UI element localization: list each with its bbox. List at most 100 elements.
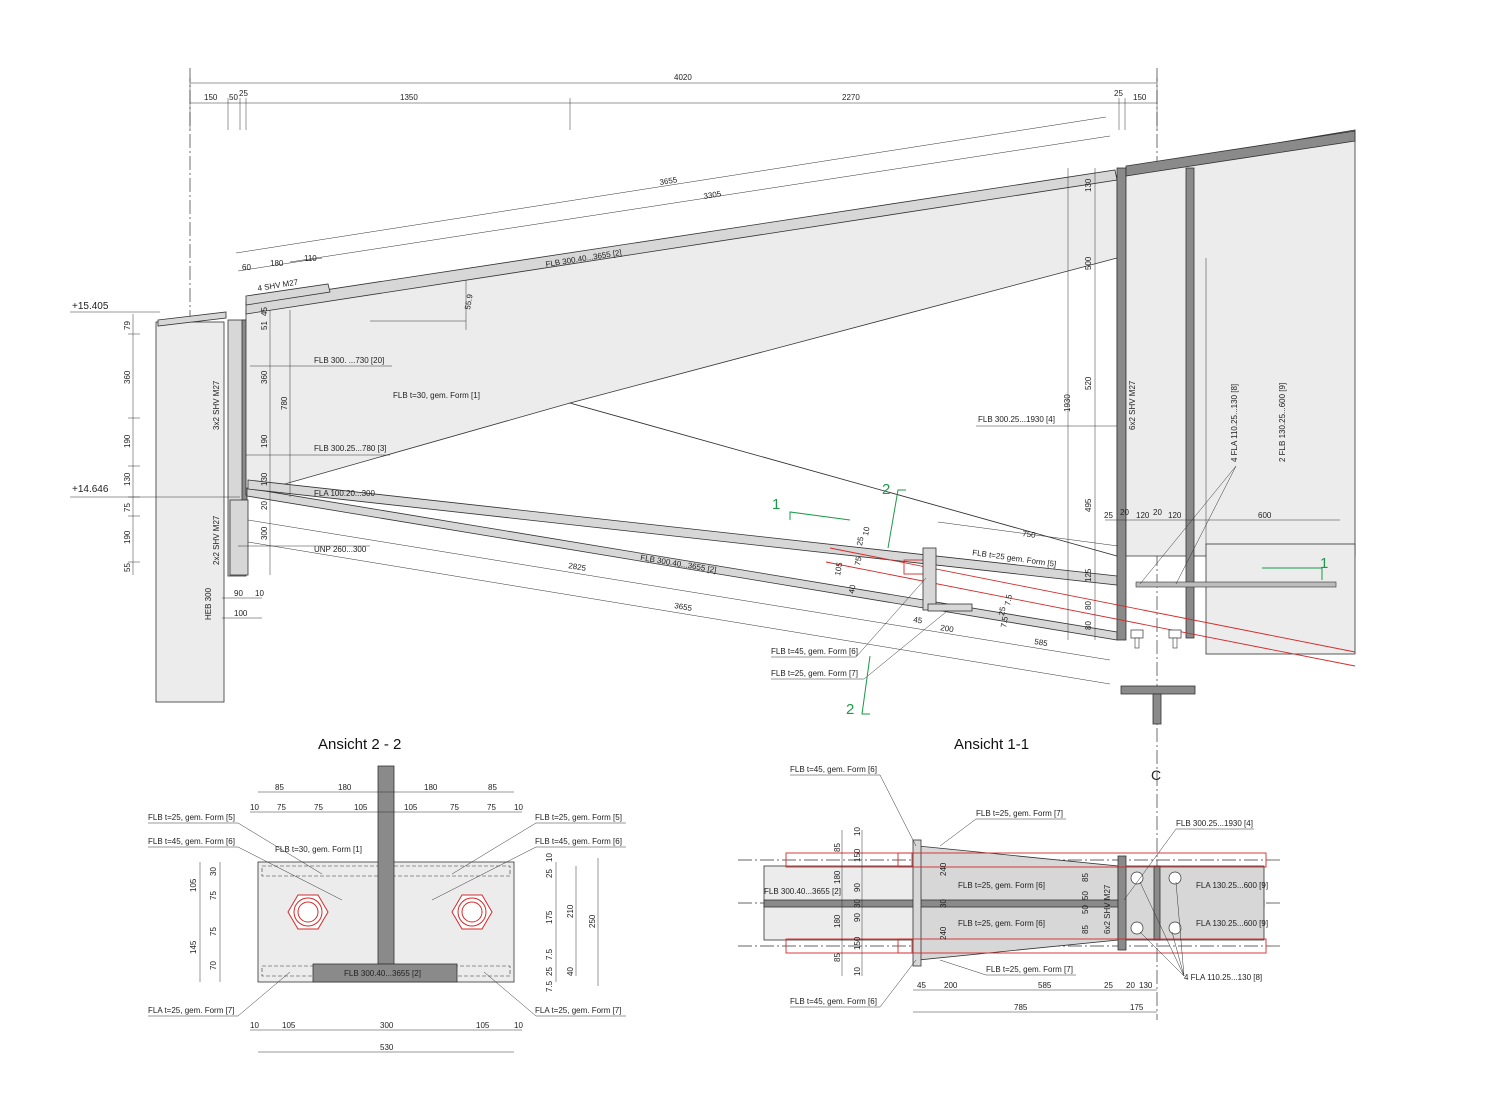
- dim-110: 110: [304, 254, 317, 263]
- leader-v22-r2: [431, 846, 626, 901]
- dim-line-bolt-spacing: [237, 257, 323, 272]
- dim-v11-85c: 85: [1081, 873, 1090, 882]
- flange-plate-view22: [312, 963, 458, 983]
- label-v22-bl: FLA t=25, gem. Form [7]: [148, 1006, 234, 1015]
- dim-v22-75b-left: 75: [209, 927, 218, 936]
- label-v11-t2: FLB t=25, gem. Form [7]: [976, 809, 1063, 818]
- section-label-1-left: 1: [772, 496, 780, 513]
- dim-v22-85a: 85: [275, 783, 284, 792]
- dim-v11-50b: 50: [1081, 905, 1090, 914]
- label-v11-t3: FLB 300.25...1930 [4]: [1176, 819, 1253, 828]
- red-bolt-top-v11: [897, 852, 913, 868]
- dim-v22-85b: 85: [488, 783, 497, 792]
- dim-v22-10a: 10: [250, 803, 259, 812]
- dim-120-rh-b: 120: [1168, 511, 1182, 520]
- dim-80-b: 80: [1084, 621, 1093, 630]
- label-2x2-shv: 2x2 SHV M27: [212, 515, 221, 565]
- bolt-left-view22: [287, 894, 329, 930]
- red-bolt-bottom-v11: [897, 938, 913, 954]
- axis-label-c: C: [1151, 767, 1161, 783]
- column-cap-plate: [157, 311, 227, 327]
- leader-v22-r1: [451, 822, 626, 875]
- dim-v22-75b: 75: [314, 803, 323, 812]
- dim-190-inner: 190: [260, 434, 269, 448]
- dim-130: 130: [123, 472, 132, 486]
- dim-v11-240b: 240: [939, 926, 948, 940]
- section-mark-2-bottom: [861, 655, 871, 715]
- section-mark-2-top: [887, 489, 906, 549]
- dim-ticks-left-column: [128, 333, 140, 563]
- dim-v11-90b: 90: [853, 913, 862, 922]
- dim-v11-585: 585: [1038, 981, 1052, 990]
- dim-v22-105a: 105: [354, 803, 368, 812]
- dim-line-3655-top: [235, 116, 1107, 254]
- leader-v22-l2: [148, 846, 343, 901]
- dim-60: 60: [242, 263, 251, 272]
- dim-v11-10a: 10: [853, 827, 862, 836]
- dim-v22-b530: 530: [380, 1043, 394, 1052]
- label-flb-780: FLB 300.25...780 [3]: [314, 444, 387, 453]
- web-plate-view22: [377, 765, 395, 965]
- dim-v11-175: 175: [1130, 1003, 1144, 1012]
- dim-300-inner: 300: [260, 526, 269, 540]
- label-fla-300: FLA 100.20...300: [314, 489, 375, 498]
- dim-v11-50a: 50: [1081, 891, 1090, 900]
- girder-top-flange: [1125, 130, 1356, 177]
- dim-50: 50: [229, 93, 238, 102]
- girder-lower: [1205, 543, 1356, 655]
- dim-v11-785: 785: [1014, 1003, 1028, 1012]
- dim-v22-180b: 180: [424, 783, 438, 792]
- view-1-1: Ansicht 1-1 C FLB t=45, gem. Form [6] FL…: [738, 736, 1282, 1013]
- lower-beam-web: [1152, 693, 1162, 725]
- label-v11-r2: FLA 130.25...600 [9]: [1196, 919, 1268, 928]
- label-v11-t1: FLB t=45, gem. Form [6]: [790, 765, 877, 774]
- dim-v22-75d: 75: [487, 803, 496, 812]
- section-label-2-bottom: 2: [846, 701, 854, 718]
- dim-120-rh: 120: [1136, 511, 1150, 520]
- dim-79: 79: [123, 321, 132, 330]
- dim-25-rh: 25: [1104, 511, 1113, 520]
- dim-360: 360: [123, 370, 132, 384]
- dim-125: 125: [1084, 568, 1093, 582]
- unp-260: [229, 499, 249, 576]
- dim-v11-90a: 90: [853, 883, 862, 892]
- label-flb-730: FLB 300. ...730 [20]: [314, 356, 384, 365]
- dim-v22-75a: 75: [277, 803, 286, 812]
- red-member-bottom-v11: [785, 938, 1267, 954]
- end-plate-v11: [1117, 855, 1127, 951]
- label-v22-l2: FLB t=45, gem. Form [6]: [148, 837, 235, 846]
- label-v11-r1: FLA 130.25...600 [9]: [1196, 881, 1268, 890]
- dim-2825: 2825: [568, 561, 588, 573]
- leader-v11-fla-c: [1139, 931, 1185, 977]
- dim-v22-b10b: 10: [514, 1021, 523, 1030]
- leader-v11-fla-b: [1175, 881, 1185, 977]
- dim-495: 495: [1084, 498, 1093, 512]
- dim-v22-40: 40: [566, 967, 575, 976]
- leader-v11-fla-a: [1139, 881, 1185, 977]
- section-label-2-top: 2: [882, 481, 890, 498]
- leader-v22-br: [483, 971, 626, 1017]
- dim-v22-b105b: 105: [476, 1021, 490, 1030]
- dim-v11-180a: 180: [833, 870, 842, 884]
- label-flb-1930: FLB 300.25...1930 [4]: [978, 415, 1055, 424]
- bolt-right-view22: [451, 894, 493, 930]
- dim-v11-180b: 180: [833, 914, 842, 928]
- red-member-top: [829, 547, 1356, 653]
- plate-form7: [927, 603, 973, 612]
- label-v11-up: FLB t=25, gem. Form [6]: [958, 881, 1045, 890]
- label-unp: UNP 260...300: [314, 545, 367, 554]
- section-mark-1-left: [789, 511, 851, 521]
- bolts-v11: [1130, 871, 1182, 935]
- dim-10: 10: [255, 589, 264, 598]
- dim-v11-130: 130: [1139, 981, 1153, 990]
- level-lower: +14.646: [72, 484, 109, 495]
- dim-v22-250: 250: [588, 914, 597, 928]
- label-v11-b1: FLB t=25, gem. Form [7]: [986, 965, 1073, 974]
- dim-25-bottom: 25: [997, 605, 1008, 616]
- dim-v11-20: 20: [1126, 981, 1135, 990]
- dim-75: 75: [123, 503, 132, 512]
- dim-v22-70: 70: [209, 961, 218, 970]
- dim-v22-25-right: 25: [545, 869, 554, 878]
- leader-v22-l1: [148, 822, 323, 875]
- dim-line-750: [937, 521, 1119, 547]
